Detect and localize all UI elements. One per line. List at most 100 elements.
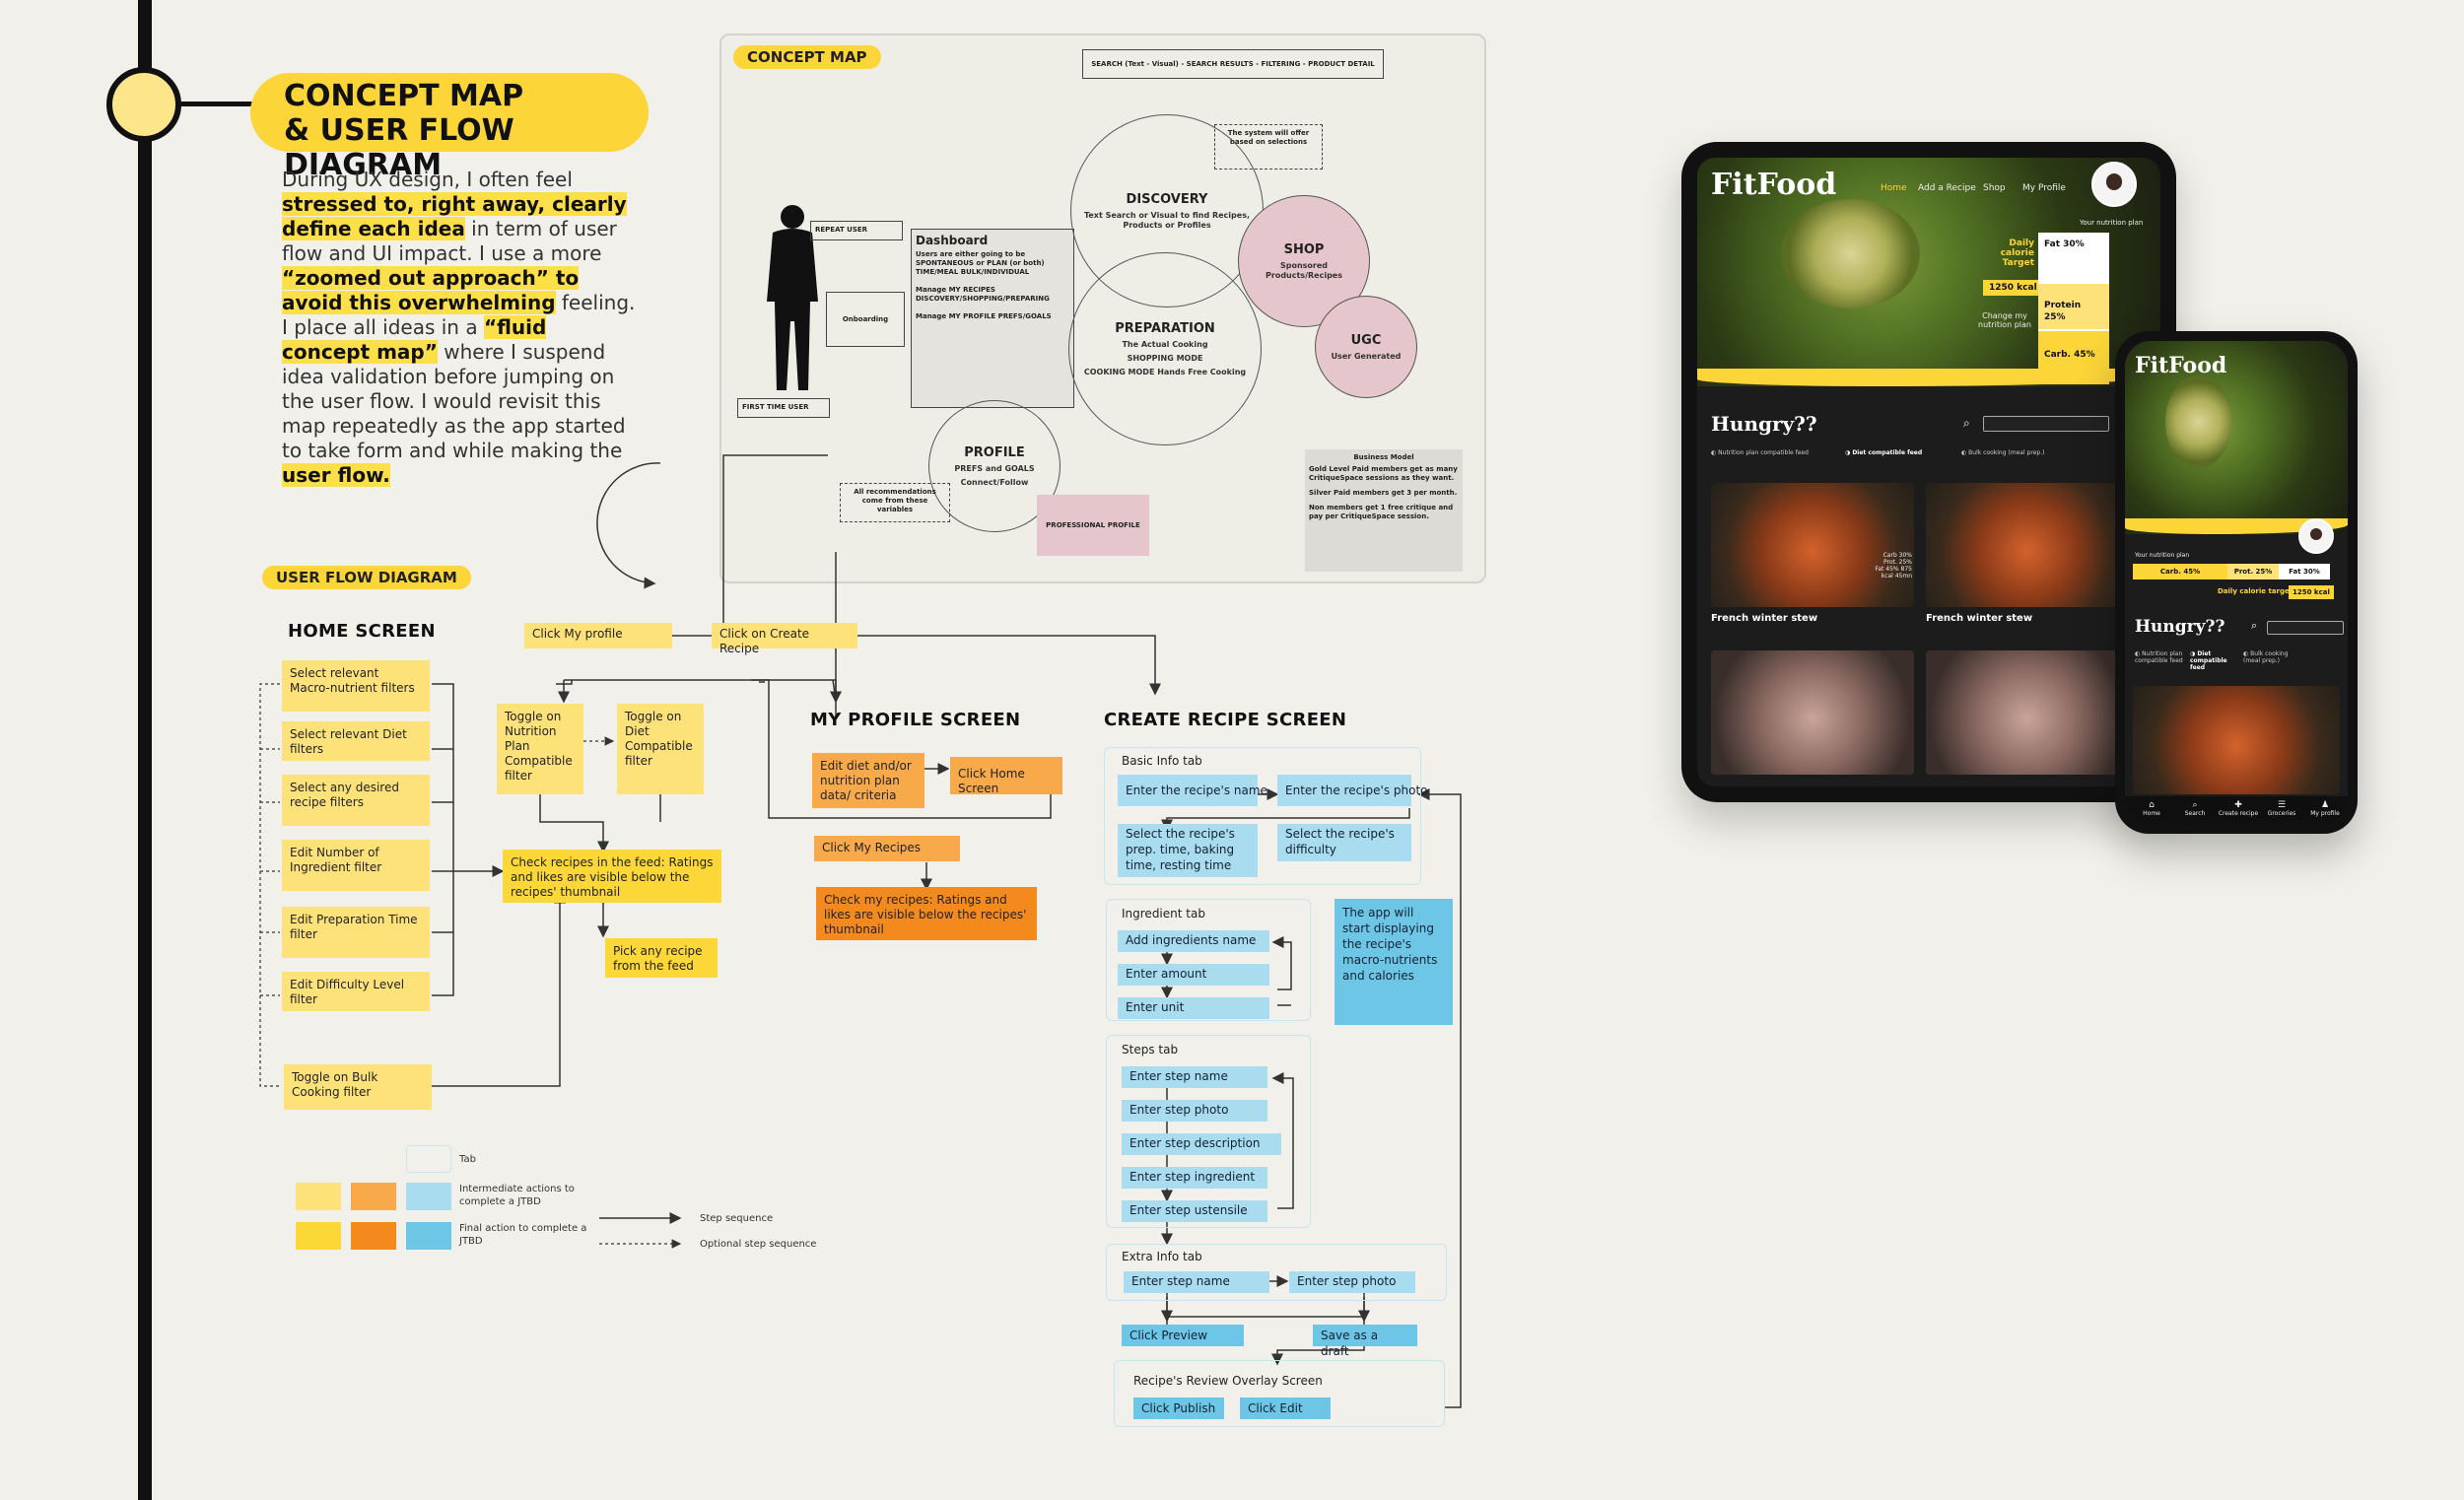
pick-recipe-step[interactable]: Pick any recipe from the feed [605, 938, 718, 978]
phone-nav-item[interactable]: ⌕Search [2174, 800, 2216, 817]
home-filter-step[interactable]: Edit Difficulty Level filter [282, 972, 430, 1011]
tablet-nutrition-panel: Fat 30% Protein 25% Carb. 45% [2038, 233, 2109, 384]
toggle-diet-step[interactable]: Toggle on Diet Compatible filter [617, 704, 704, 794]
phone-nav-item[interactable]: ♟My profile [2304, 800, 2346, 817]
title-line-1: CONCEPT MAP [284, 79, 524, 113]
steps-tab-label: Steps tab [1122, 1043, 1179, 1057]
intro-text: in term of user flow and UI impact. I us… [282, 217, 617, 265]
steps-tab-step[interactable]: Enter step ingredient [1122, 1167, 1267, 1189]
toggle-nutrition-step[interactable]: Toggle on Nutrition Plan Compatible filt… [497, 704, 583, 794]
home-filter-step[interactable]: Select relevant Macro-nutrient filters [282, 660, 430, 712]
tablet-toggle-bulk-label: Bulk cooking (meal prep.) [1968, 449, 2045, 456]
bulk-cooking-step[interactable]: Toggle on Bulk Cooking filter [284, 1064, 432, 1110]
tablet-change-plan[interactable]: Change my nutrition plan [1978, 311, 2031, 329]
tablet-recipe-card-4[interactable] [1926, 650, 2129, 775]
home-filter-step[interactable]: Select any desired recipe filters [282, 775, 430, 826]
add-ingredients-step[interactable]: Add ingredients name [1118, 930, 1269, 952]
phone-nav-item[interactable]: ☰Groceries [2261, 800, 2302, 817]
edit-diet-step[interactable]: Edit diet and/or nutrition plan data/ cr… [812, 753, 924, 808]
tablet-recipe-card-3[interactable] [1711, 650, 1914, 775]
click-create-recipe-step[interactable]: Click on Create Recipe [712, 623, 857, 655]
phone-hero-image [2125, 341, 2348, 534]
tablet-nav-shop[interactable]: Shop [1983, 183, 2006, 193]
phone-search-icon[interactable]: ⌕ [2251, 619, 2258, 632]
phone-fat: Fat 30% [2279, 564, 2330, 580]
extra-step-photo[interactable]: Enter step photo [1289, 1271, 1415, 1293]
basic-info-group [1104, 747, 1421, 885]
click-my-recipes-step[interactable]: Click My Recipes [814, 836, 960, 861]
tablet-search-input[interactable] [1983, 416, 2109, 432]
concept-map-panel: CONCEPT MAP SEARCH (Text - Visual) - SEA… [719, 34, 1486, 583]
ingredient-tab-label: Ingredient tab [1122, 907, 1205, 920]
legend-optional-label: Optional step sequence [700, 1239, 817, 1250]
extra-step-name[interactable]: Enter step name [1124, 1271, 1269, 1293]
phone-toggle-bulk[interactable]: ◐ Bulk cooking (meal prep.) [2243, 650, 2289, 664]
legend-swatch-light-blue [406, 1183, 451, 1210]
recommendations-box: All recommendations come from these vari… [840, 483, 950, 522]
steps-tab-step[interactable]: Enter step photo [1122, 1100, 1267, 1122]
phone-search-input[interactable] [2267, 621, 2344, 635]
phone-kcal: 1250 kcal [2289, 585, 2334, 599]
tablet-nav-home[interactable]: Home [1881, 183, 1907, 193]
phone-recipe-card[interactable] [2133, 686, 2340, 794]
steps-tab-step[interactable]: Enter step name [1122, 1066, 1267, 1088]
tablet-search-icon[interactable]: ⌕ [1963, 416, 1970, 430]
check-my-recipes-step[interactable]: Check my recipes: Ratings and likes are … [816, 887, 1037, 940]
profile-sub: PREFS and GOALS [954, 463, 1035, 473]
legend-tab-swatch [406, 1145, 451, 1173]
tablet-toggle-bulk[interactable]: ◐ Bulk cooking (meal prep.) [1961, 449, 2045, 456]
phone-toggle-bulk-label: Bulk cooking (meal prep.) [2243, 650, 2289, 664]
click-edit-step[interactable]: Click Edit [1240, 1398, 1331, 1419]
phone-toggle-nutrition[interactable]: ◐ Nutrition plan compatible feed [2135, 650, 2183, 664]
create-recipe-screen-header: CREATE RECIPE SCREEN [1104, 710, 1347, 730]
tablet-recipe-card-1[interactable] [1711, 483, 1914, 607]
home-filter-step[interactable]: Edit Number of Ingredient filter [282, 840, 430, 891]
phone-nav-icon: ♟ [2320, 800, 2330, 810]
tablet-fat: Fat 30% [2038, 237, 2090, 252]
intro-highlight: user flow. [282, 463, 390, 487]
tablet-nav-add-recipe[interactable]: Add a Recipe [1918, 183, 1976, 193]
timeline-rail [138, 0, 152, 1500]
tablet-toggle-diet[interactable]: ◑ Diet compatible feed [1845, 449, 1923, 456]
enter-name-step[interactable]: Enter the recipe's name [1118, 775, 1267, 806]
home-filter-step[interactable]: Edit Preparation Time filter [282, 907, 430, 958]
profile-sub-2: Connect/Follow [960, 477, 1029, 487]
business-model-box: Business Model Gold Level Paid members g… [1305, 449, 1463, 572]
phone-brand-logo: FitFood [2135, 353, 2227, 378]
steps-tab-step[interactable]: Enter step ustensile [1122, 1200, 1267, 1222]
select-difficulty-step[interactable]: Select the recipe's difficulty [1277, 824, 1411, 861]
tablet-recipe-card-2[interactable] [1926, 483, 2129, 607]
save-draft-step[interactable]: Save as a draft [1313, 1325, 1417, 1358]
tablet-protein: Protein 25% [2038, 284, 2109, 329]
phone-nav-item[interactable]: ⌂Home [2131, 800, 2172, 817]
phone-your-plan: Your nutrition plan [2135, 552, 2190, 559]
enter-unit-step[interactable]: Enter unit [1118, 997, 1269, 1019]
enter-amount-step[interactable]: Enter amount [1118, 964, 1269, 986]
preparation-sub-2: SHOPPING MODE [1127, 353, 1203, 363]
click-preview-step[interactable]: Click Preview [1122, 1325, 1244, 1346]
enter-photo-step[interactable]: Enter the recipe's photo [1277, 775, 1428, 806]
click-publish-step[interactable]: Click Publish [1133, 1398, 1224, 1419]
tablet-nav-my-profile[interactable]: My Profile [2022, 183, 2066, 193]
phone-nav-item[interactable]: ✚Create recipe [2218, 800, 2259, 817]
phone-nav-label: My profile [2310, 810, 2340, 817]
tablet-avatar[interactable] [2091, 162, 2137, 207]
phone-toggle-diet[interactable]: ◑ Diet compatible feed [2190, 650, 2227, 671]
home-filter-step[interactable]: Select relevant Diet filters [282, 721, 430, 761]
review-overlay-group [1114, 1360, 1445, 1427]
dashboard-body: Users are either going to be SPONTANEOUS… [916, 250, 1052, 320]
tablet-toggle-nutrition[interactable]: ◐ Nutrition plan compatible feed [1711, 449, 1809, 456]
select-times-step[interactable]: Select the recipe's prep. time, baking t… [1118, 824, 1258, 877]
tablet-kcal-badge: 1250 kcal [1983, 280, 2043, 296]
legend-final-label: Final action to complete a JTBD [459, 1223, 587, 1247]
review-overlay-label: Recipe's Review Overlay Screen [1133, 1374, 1323, 1388]
phone-carb: Carb. 45% [2133, 564, 2227, 580]
phone-avatar[interactable] [2298, 518, 2334, 554]
check-feed-step[interactable]: Check recipes in the feed: Ratings and l… [503, 850, 721, 903]
click-home-screen-step[interactable]: Click Home Screen [950, 757, 1062, 795]
intro-paragraph: During UX design, I often feel stressed … [282, 168, 637, 488]
ugc-bubble: UGC User Generated [1315, 296, 1417, 398]
phone-nav-label: Search [2184, 810, 2206, 817]
steps-tab-step[interactable]: Enter step description [1122, 1133, 1281, 1155]
click-my-profile-step[interactable]: Click My profile [524, 623, 672, 648]
